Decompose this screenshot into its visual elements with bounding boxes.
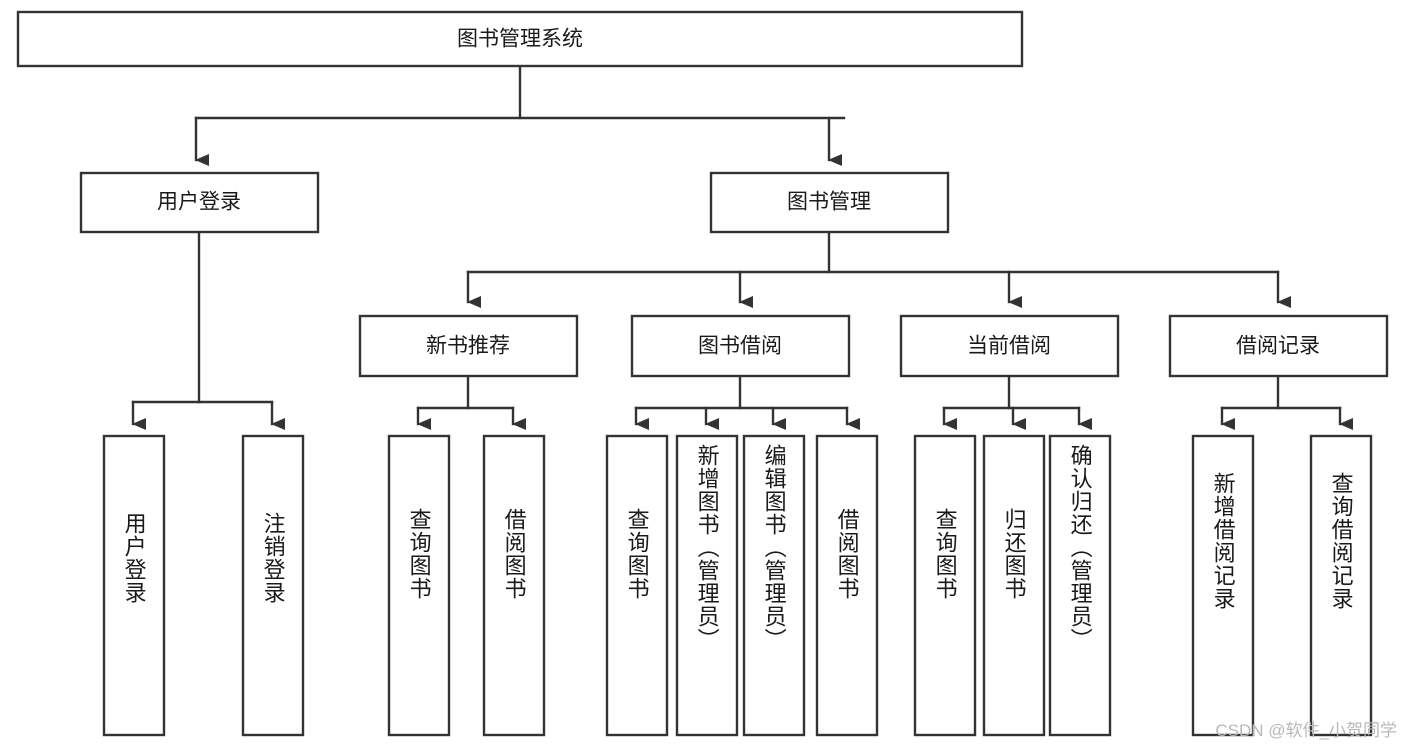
node-book-borrow-label: 图书借阅 (698, 335, 782, 358)
connector-group-book-manage (466, 230, 1291, 308)
node-root-box[interactable] (16, 10, 1024, 68)
node-current-borrow-label: 当前借阅 (967, 335, 1051, 358)
node-user-login-label: 用户登录 (157, 191, 241, 214)
leaf-box-borrow-book-1[interactable] (482, 434, 546, 737)
leaf-box-query-record[interactable] (1309, 434, 1373, 737)
node-new-book-recommend-box[interactable] (358, 314, 579, 378)
node-book-borrow-box[interactable] (630, 314, 851, 378)
leaf-box-query-book-1[interactable] (387, 434, 451, 737)
leaf-box-edit-book[interactable] (742, 434, 806, 737)
connector-group-borrow-record (1220, 374, 1353, 430)
leaf-box-user-login[interactable] (102, 434, 166, 737)
leaf-box-add-book[interactable] (675, 434, 739, 737)
node-book-manage[interactable]: 图书管理 (709, 171, 950, 234)
connector-group-user-login (131, 230, 285, 430)
node-borrow-record-label: 借阅记录 (1236, 335, 1320, 358)
leaf-box-add-record[interactable] (1191, 434, 1255, 737)
leaf-box-return-book[interactable] (982, 434, 1046, 737)
node-book-manage-label: 图书管理 (787, 191, 871, 214)
node-current-borrow-box[interactable] (899, 314, 1120, 378)
leaf-box-query-book-3[interactable] (913, 434, 977, 737)
connector-group-book-borrow (634, 374, 860, 430)
node-new-book-recommend[interactable]: 新书推荐 (358, 314, 579, 378)
node-book-borrow[interactable]: 图书借阅 (630, 314, 851, 378)
node-root-label: 图书管理系统 (457, 28, 583, 51)
node-user-login-box[interactable] (79, 171, 320, 234)
leaf-box-user-logout[interactable] (241, 434, 305, 737)
connector-group-current-borrow (942, 374, 1092, 430)
node-current-borrow[interactable]: 当前借阅 (899, 314, 1120, 378)
node-borrow-record-box[interactable] (1168, 314, 1389, 378)
node-book-manage-box[interactable] (709, 171, 950, 234)
node-new-book-recommend-label: 新书推荐 (426, 335, 510, 358)
connector-group-root (194, 64, 846, 166)
node-borrow-record[interactable]: 借阅记录 (1168, 314, 1389, 378)
leaf-box-query-book-2[interactable] (605, 434, 669, 737)
connector-group-new-book-recommend (416, 374, 526, 430)
node-root[interactable]: 图书管理系统 (16, 10, 1024, 68)
node-user-login[interactable]: 用户登录 (79, 171, 320, 234)
leaf-box-borrow-book-2[interactable] (815, 434, 879, 737)
leaf-box-confirm-return[interactable] (1048, 434, 1112, 737)
